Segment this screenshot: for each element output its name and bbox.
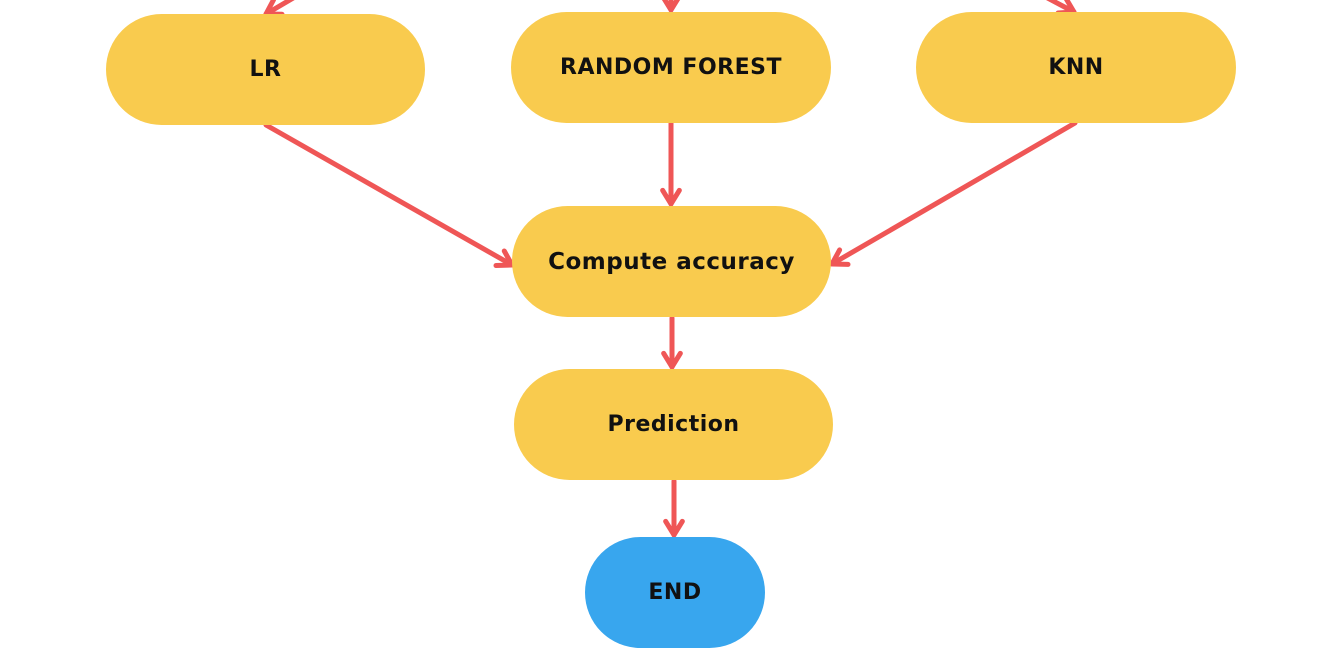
arrow-rf-to-accuracy — [660, 120, 682, 207]
arrow-into-random-forest — [661, 0, 681, 13]
arrow-prediction-to-end — [663, 478, 685, 538]
node-end-label: END — [648, 580, 702, 605]
arrow-lr-to-accuracy — [263, 122, 515, 269]
node-random-forest: RANDOM FOREST — [511, 12, 831, 123]
node-prediction-label: Prediction — [607, 412, 740, 437]
node-knn: KNN — [916, 12, 1236, 123]
node-lr-label: LR — [249, 57, 282, 82]
arrow-accuracy-to-prediction — [661, 315, 683, 370]
node-end: END — [585, 537, 765, 648]
node-compute-accuracy-label: Compute accuracy — [548, 248, 795, 275]
node-lr: LR — [106, 14, 425, 125]
arrow-into-lr — [263, 0, 295, 17]
arrow-knn-to-accuracy — [829, 120, 1078, 267]
node-prediction: Prediction — [514, 369, 833, 480]
node-random-forest-label: RANDOM FOREST — [560, 55, 782, 80]
node-knn-label: KNN — [1048, 55, 1104, 80]
node-compute-accuracy: Compute accuracy — [512, 206, 831, 317]
